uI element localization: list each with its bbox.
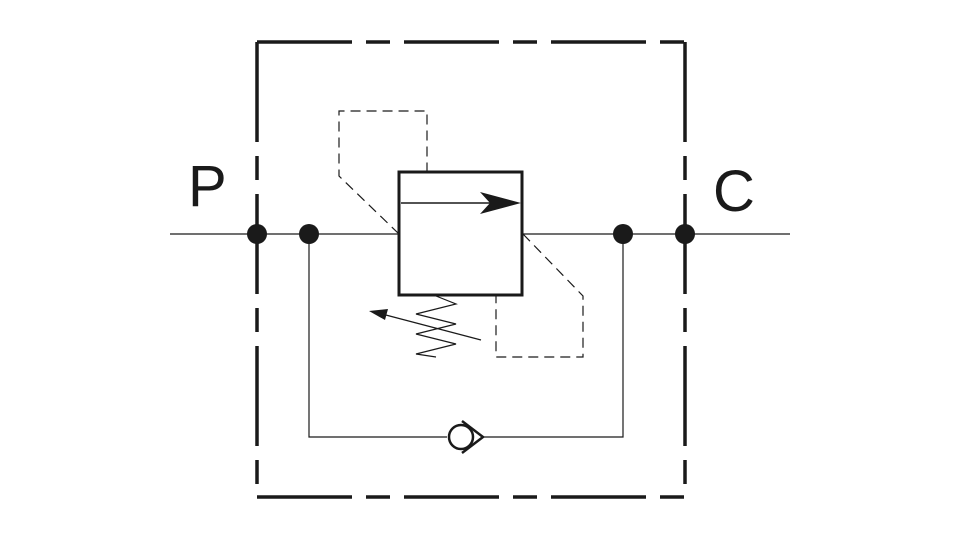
junction-node — [675, 224, 695, 244]
junction-node — [247, 224, 267, 244]
adjustable-spring-icon — [369, 295, 482, 358]
junction-node — [613, 224, 633, 244]
pilot-lines — [338, 110, 584, 358]
port-label-outlet: C — [713, 159, 755, 224]
flow-arrow-icon — [480, 192, 521, 214]
enclosure-boundary — [255, 40, 687, 499]
bypass-line — [308, 234, 624, 438]
port-label-inlet: P — [188, 154, 227, 219]
valve-body — [397, 170, 524, 297]
junction-node — [299, 224, 319, 244]
pilot-line-lower — [495, 233, 584, 358]
pilot-line-upper — [338, 110, 428, 235]
check-valve-icon — [447, 420, 486, 454]
junction-nodes — [247, 224, 695, 244]
